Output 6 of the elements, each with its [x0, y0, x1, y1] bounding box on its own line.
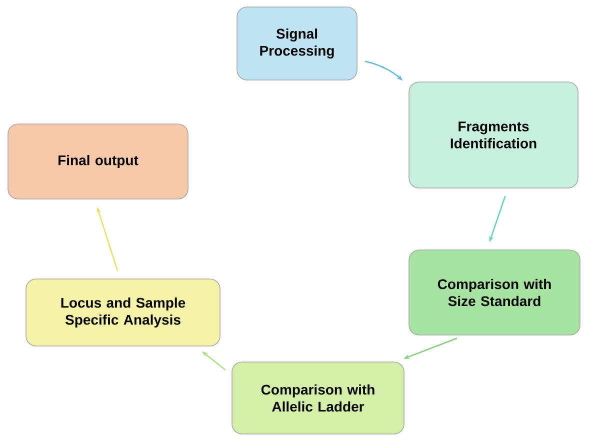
- process-box: Locus and Sample Specific Analysis: [26, 278, 220, 346]
- process-box: Fragments Identification: [408, 82, 578, 188]
- process-box: Final output: [8, 124, 188, 200]
- process-box: Comparison with Size Standard: [408, 250, 580, 336]
- process-box: Comparison with Allelic Ladder: [232, 362, 404, 434]
- process-box: Signal Processing: [236, 6, 358, 80]
